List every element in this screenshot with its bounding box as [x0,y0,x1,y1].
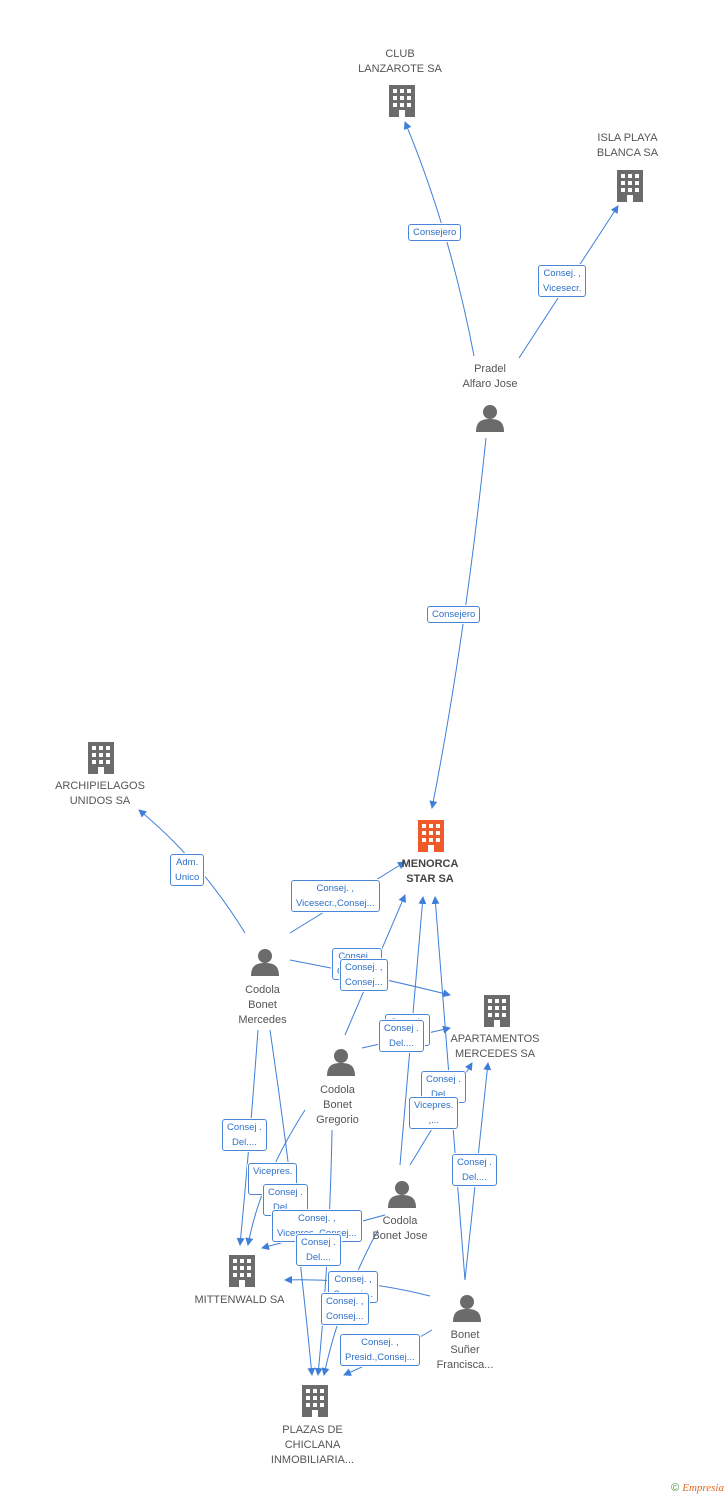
edge-label[interactable]: Consej . Del.... [379,1020,424,1052]
node-plazas-de-chiclana[interactable]: PLAZAS DE CHICLANA INMOBILIARIA... [270,1424,355,1466]
building-icon [617,170,643,202]
node-codola-bonet-gregorio[interactable]: Codola Bonet Gregorio [316,1084,359,1126]
brand-logo: Empresia [682,1482,724,1494]
edge-label[interactable]: Consej. , Consej... [321,1293,369,1325]
edge-label[interactable]: Consej. , Consej... [340,959,388,991]
edge-label[interactable]: Consej. , Presid.,Consej... [340,1334,420,1366]
edge-label[interactable]: Adm. Unico [170,854,205,886]
building-icon [418,820,444,852]
building-icon [229,1255,255,1287]
person-icon [251,949,279,976]
node-club-lanzarote[interactable]: CLUB LANZAROTE SA [358,48,442,75]
node-codola-bonet-mercedes[interactable]: Codola Bonet Mercedes [238,984,287,1026]
person-icon [453,1295,481,1322]
person-icon [476,405,504,432]
node-codola-bonet-jose[interactable]: Codola Bonet Jose [372,1215,428,1242]
edge-pradel-menorca [429,437,487,809]
building-icon [389,85,415,117]
node-mittenwald[interactable]: MITTENWALD SA [194,1294,285,1306]
building-icon [484,995,510,1027]
edge-label[interactable]: Consejero [408,224,462,241]
edge-label[interactable]: Vicepres. ,... [409,1097,459,1129]
node-pradel-alfaro-jose[interactable]: Pradel Alfaro Jose [462,363,518,390]
building-icon [88,742,114,774]
copyright-symbol: © [671,1482,680,1494]
node-apartamentos-mercedes[interactable]: APARTAMENTOS MERCEDES SA [450,1033,540,1060]
edge-label[interactable]: Consej. , Vicesecr. [538,265,587,297]
node-menorca-star-focus[interactable]: MENORCA STAR SA [401,858,459,885]
edge-label[interactable]: Consej. , Vicesecr.,Consej... [291,880,380,912]
edge-label[interactable]: Consej . Del.... [222,1119,267,1151]
edge-label[interactable]: Consej . Del.... [452,1154,497,1186]
node-archipielagos-unidos[interactable]: ARCHIPIELAGOS UNIDOS SA [55,780,145,807]
edge-label[interactable]: Consejero [427,606,481,623]
node-bonet-suner-francisca[interactable]: Bonet Suñer Francisca... [436,1329,494,1371]
building-icon [302,1385,328,1417]
node-isla-playa-blanca[interactable]: ISLA PLAYA BLANCA SA [596,132,659,159]
person-icon [388,1181,416,1208]
person-icon [327,1049,355,1076]
footer-brand[interactable]: © Empresia [671,1482,724,1494]
edge-label[interactable]: Consej . Del.... [296,1234,341,1266]
